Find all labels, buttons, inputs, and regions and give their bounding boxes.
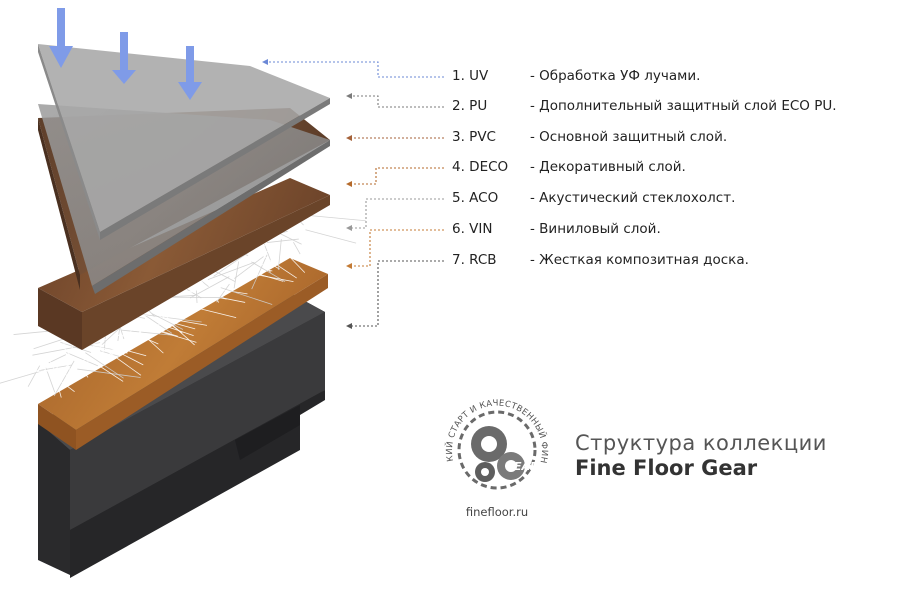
- leader-line-pu: [346, 93, 444, 108]
- logo-site: finefloor.ru: [466, 505, 528, 519]
- logo-badge: GEAR: [505, 460, 539, 473]
- uv-arrow-icon: [112, 32, 136, 84]
- vin-vinyl-layer: [38, 258, 328, 450]
- uv-arrows: [49, 8, 202, 100]
- leader-line-pvc: [346, 135, 444, 141]
- leader-line-vin: [346, 229, 444, 269]
- leader-line-aco: [346, 198, 444, 231]
- title-line-1: Структура коллекции: [575, 431, 827, 455]
- leader-line-deco: [346, 167, 444, 187]
- uv-arrow-icon: [49, 8, 73, 68]
- leader-line-uv: [262, 59, 444, 78]
- leader-lines: [262, 59, 444, 329]
- uv-arrow-icon: [178, 46, 202, 100]
- collection-title: Структура коллекции Fine Floor Gear: [575, 430, 827, 480]
- gear-icon: [457, 410, 537, 490]
- gear-logo: ЛЕГКИЙ СТАРТ И КАЧЕСТВЕННЫЙ ФИНИШ GEAR f…: [443, 398, 549, 519]
- leader-line-rcb: [346, 260, 444, 329]
- uv-top-layer: [38, 44, 330, 240]
- title-line-2: Fine Floor Gear: [575, 456, 758, 480]
